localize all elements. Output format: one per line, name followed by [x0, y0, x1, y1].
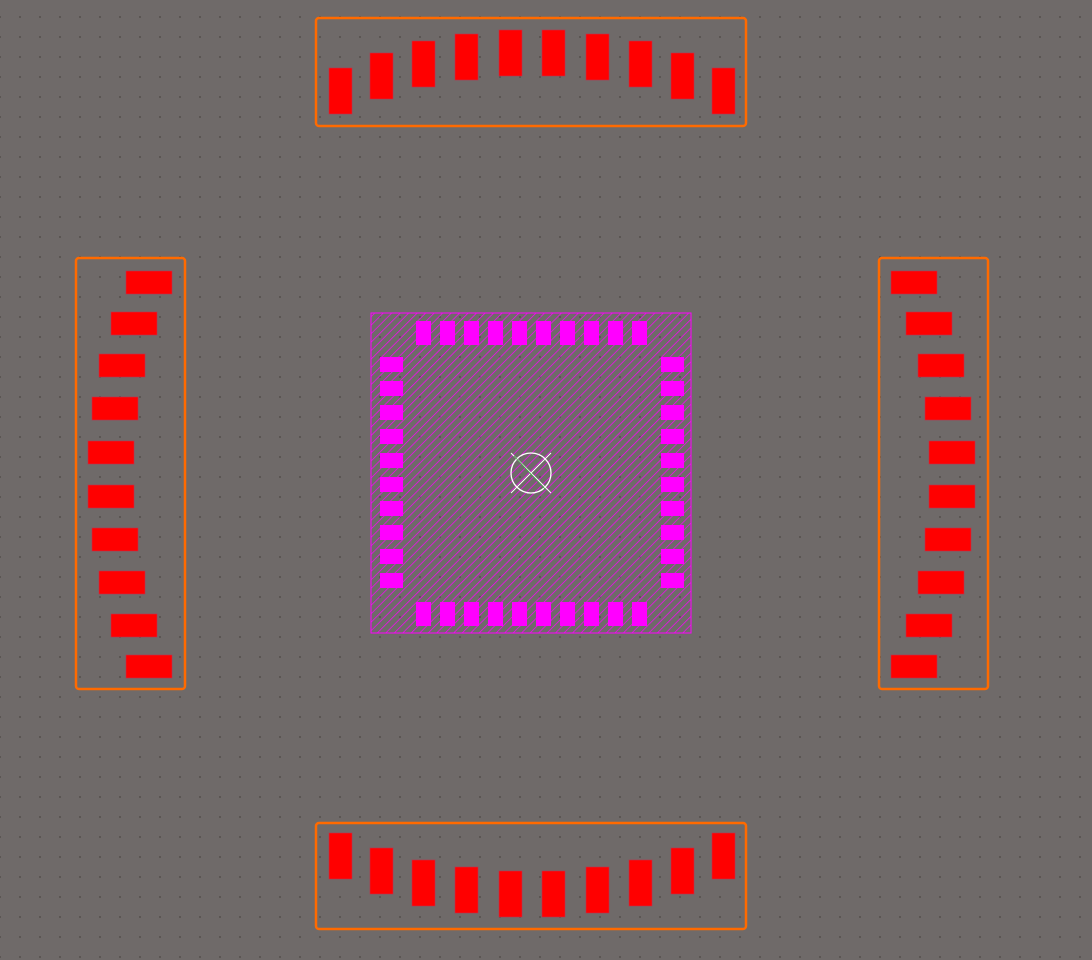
group-outline — [877, 256, 990, 691]
component-footprint[interactable] — [370, 312, 692, 634]
pad-bottom[interactable] — [628, 859, 653, 907]
component-pad-bottom[interactable] — [488, 602, 503, 626]
pad-top[interactable] — [498, 29, 523, 77]
pad-group-right[interactable] — [877, 256, 990, 691]
component-pad-left[interactable] — [380, 477, 403, 492]
group-outline — [314, 16, 748, 128]
component-pad-bottom[interactable] — [608, 602, 623, 626]
pad-left[interactable] — [125, 654, 173, 679]
component-pad-left[interactable] — [380, 357, 403, 372]
pad-left[interactable] — [125, 270, 173, 295]
component-pad-top[interactable] — [536, 321, 551, 345]
component-pad-top[interactable] — [632, 321, 647, 345]
component-pad-top[interactable] — [608, 321, 623, 345]
pad-top[interactable] — [628, 40, 653, 88]
component-pad-bottom[interactable] — [464, 602, 479, 626]
pad-bottom[interactable] — [670, 847, 695, 895]
component-pad-bottom[interactable] — [536, 602, 551, 626]
component-pad-top[interactable] — [512, 321, 527, 345]
pad-right[interactable] — [917, 353, 965, 378]
pad-top[interactable] — [670, 52, 695, 100]
pad-bottom[interactable] — [585, 866, 610, 914]
component-pad-top[interactable] — [440, 321, 455, 345]
pad-bottom[interactable] — [711, 832, 736, 880]
component-pad-left[interactable] — [380, 381, 403, 396]
component-pad-right[interactable] — [661, 549, 684, 564]
component-pad-right[interactable] — [661, 405, 684, 420]
pad-left[interactable] — [91, 396, 139, 421]
component-pad-left[interactable] — [380, 429, 403, 444]
component-pad-left[interactable] — [380, 549, 403, 564]
component-pad-left[interactable] — [380, 405, 403, 420]
pad-left[interactable] — [91, 527, 139, 552]
pad-group-bottom[interactable] — [314, 821, 748, 931]
component-pad-right[interactable] — [661, 501, 684, 516]
pad-right[interactable] — [928, 484, 976, 509]
pad-left[interactable] — [110, 613, 158, 638]
pad-right[interactable] — [928, 440, 976, 465]
origin-marker-icon — [510, 452, 552, 494]
component-pad-bottom[interactable] — [560, 602, 575, 626]
pad-bottom[interactable] — [411, 859, 436, 907]
pad-right[interactable] — [917, 570, 965, 595]
pad-right[interactable] — [905, 311, 953, 336]
component-pad-top[interactable] — [464, 321, 479, 345]
component-pad-right[interactable] — [661, 525, 684, 540]
pad-bottom[interactable] — [541, 870, 566, 918]
pad-top[interactable] — [585, 33, 610, 81]
component-pad-right[interactable] — [661, 477, 684, 492]
pad-bottom[interactable] — [328, 832, 353, 880]
pad-top[interactable] — [328, 67, 353, 115]
pad-top[interactable] — [411, 40, 436, 88]
component-pad-top[interactable] — [488, 321, 503, 345]
pad-bottom[interactable] — [454, 866, 479, 914]
component-pad-right[interactable] — [661, 573, 684, 588]
pad-group-top[interactable] — [314, 16, 748, 128]
component-pad-right[interactable] — [661, 381, 684, 396]
pad-left[interactable] — [98, 570, 146, 595]
component-pad-left[interactable] — [380, 525, 403, 540]
group-outline — [74, 256, 187, 691]
pad-top[interactable] — [454, 33, 479, 81]
pad-right[interactable] — [924, 527, 972, 552]
component-pad-left[interactable] — [380, 453, 403, 468]
component-pad-top[interactable] — [560, 321, 575, 345]
pad-left[interactable] — [87, 440, 135, 465]
pad-right[interactable] — [905, 613, 953, 638]
group-outline — [314, 821, 748, 931]
pad-right[interactable] — [890, 654, 938, 679]
component-pad-right[interactable] — [661, 429, 684, 444]
component-pad-right[interactable] — [661, 453, 684, 468]
component-pad-bottom[interactable] — [632, 602, 647, 626]
component-pad-bottom[interactable] — [512, 602, 527, 626]
pad-group-left[interactable] — [74, 256, 187, 691]
component-pad-bottom[interactable] — [584, 602, 599, 626]
pad-left[interactable] — [87, 484, 135, 509]
pad-top[interactable] — [541, 29, 566, 77]
pad-left[interactable] — [98, 353, 146, 378]
pad-left[interactable] — [110, 311, 158, 336]
component-pad-bottom[interactable] — [440, 602, 455, 626]
pad-right[interactable] — [924, 396, 972, 421]
component-pad-right[interactable] — [661, 357, 684, 372]
component-pad-top[interactable] — [584, 321, 599, 345]
component-pad-bottom[interactable] — [416, 602, 431, 626]
pad-top[interactable] — [711, 67, 736, 115]
component-pad-left[interactable] — [380, 573, 403, 588]
component-pad-top[interactable] — [416, 321, 431, 345]
pad-right[interactable] — [890, 270, 938, 295]
pad-bottom[interactable] — [498, 870, 523, 918]
pad-bottom[interactable] — [369, 847, 394, 895]
pad-top[interactable] — [369, 52, 394, 100]
component-pad-left[interactable] — [380, 501, 403, 516]
